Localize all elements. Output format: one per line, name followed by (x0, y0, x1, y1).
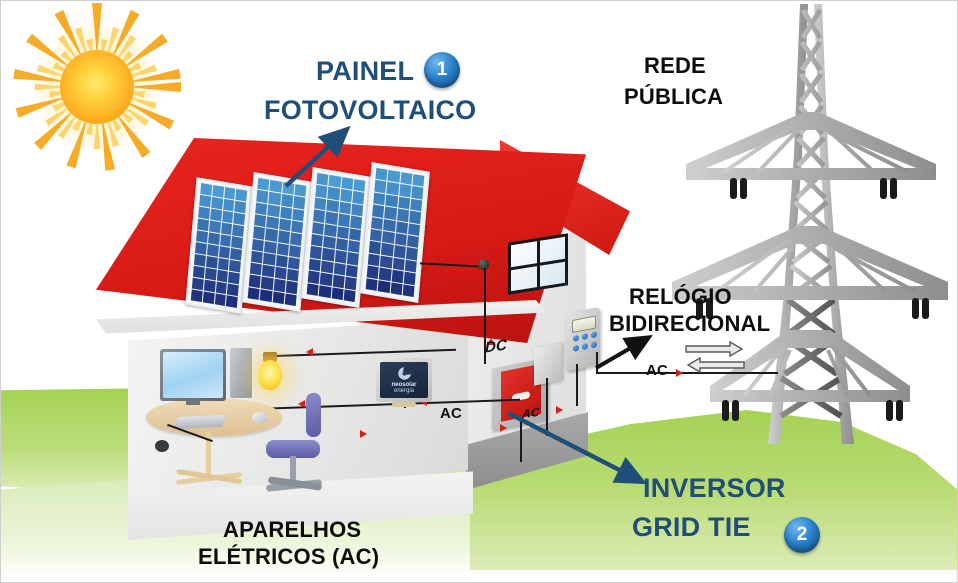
badge-1: 1 (424, 52, 460, 88)
ac-label-grid: AC (646, 362, 668, 379)
panel-label-line1: PAINEL (316, 55, 414, 88)
meter-callout-arrow (596, 339, 646, 368)
badge-2: 2 (784, 517, 820, 553)
ac-label-house: AC (440, 405, 462, 422)
meter-label-line2: BIDIRECIONAL (609, 310, 770, 338)
inverter-label-line2: GRID TIE (632, 511, 751, 544)
meter-label-line1: RELÓGIO (629, 283, 732, 311)
import-flow-arrow (688, 358, 744, 372)
appliances-label-line1: APARELHOS (223, 516, 361, 544)
inverter-callout-arrow (508, 413, 639, 480)
grid-label-line1: REDE (644, 52, 706, 80)
appliances-label-line2: ELÉTRICOS (AC) (198, 543, 379, 571)
export-flow-arrow (686, 342, 742, 356)
inverter-label-line1: INVERSOR (643, 472, 786, 505)
grid-label-line2: PÚBLICA (624, 83, 723, 111)
dc-label: DC (485, 336, 507, 356)
panel-label-line2: FOTOVOLTAICO (264, 94, 476, 127)
ac-label-inverter: AC (522, 405, 540, 421)
panel-callout-arrow (286, 132, 344, 186)
